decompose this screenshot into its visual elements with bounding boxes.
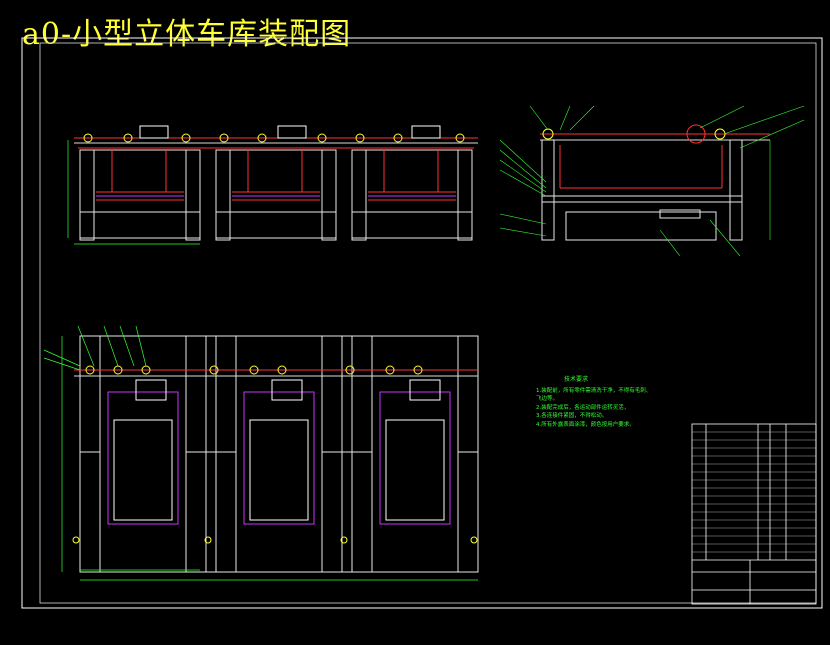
front-elevation xyxy=(67,125,478,245)
notes-line: 3.各连接件紧固，不得松动。 xyxy=(536,413,608,419)
plan-view xyxy=(43,325,479,581)
notes-line: 4.所有外露表面涂漆，颜色按用户要求。 xyxy=(536,421,635,428)
notes-line: 飞边等。 xyxy=(536,396,559,402)
drawing-title: a0-小型立体车库装配图 xyxy=(22,17,352,52)
inner-frame xyxy=(39,42,817,604)
outer-frame xyxy=(21,37,823,609)
title-block xyxy=(691,423,817,605)
side-elevation xyxy=(499,105,805,257)
technical-notes: 技术要求 1.装配前，所有零件需清洗干净，不得有毛刺、 飞边等。 2.装配完成后… xyxy=(536,376,651,429)
notes-line: 1.装配前，所有零件需清洗干净，不得有毛刺、 xyxy=(536,387,652,394)
notes-line: 2.装配完成后，各运动部件运转灵活， xyxy=(536,404,630,411)
notes-heading: 技术要求 xyxy=(564,376,589,383)
parts-list-rows xyxy=(692,431,816,553)
